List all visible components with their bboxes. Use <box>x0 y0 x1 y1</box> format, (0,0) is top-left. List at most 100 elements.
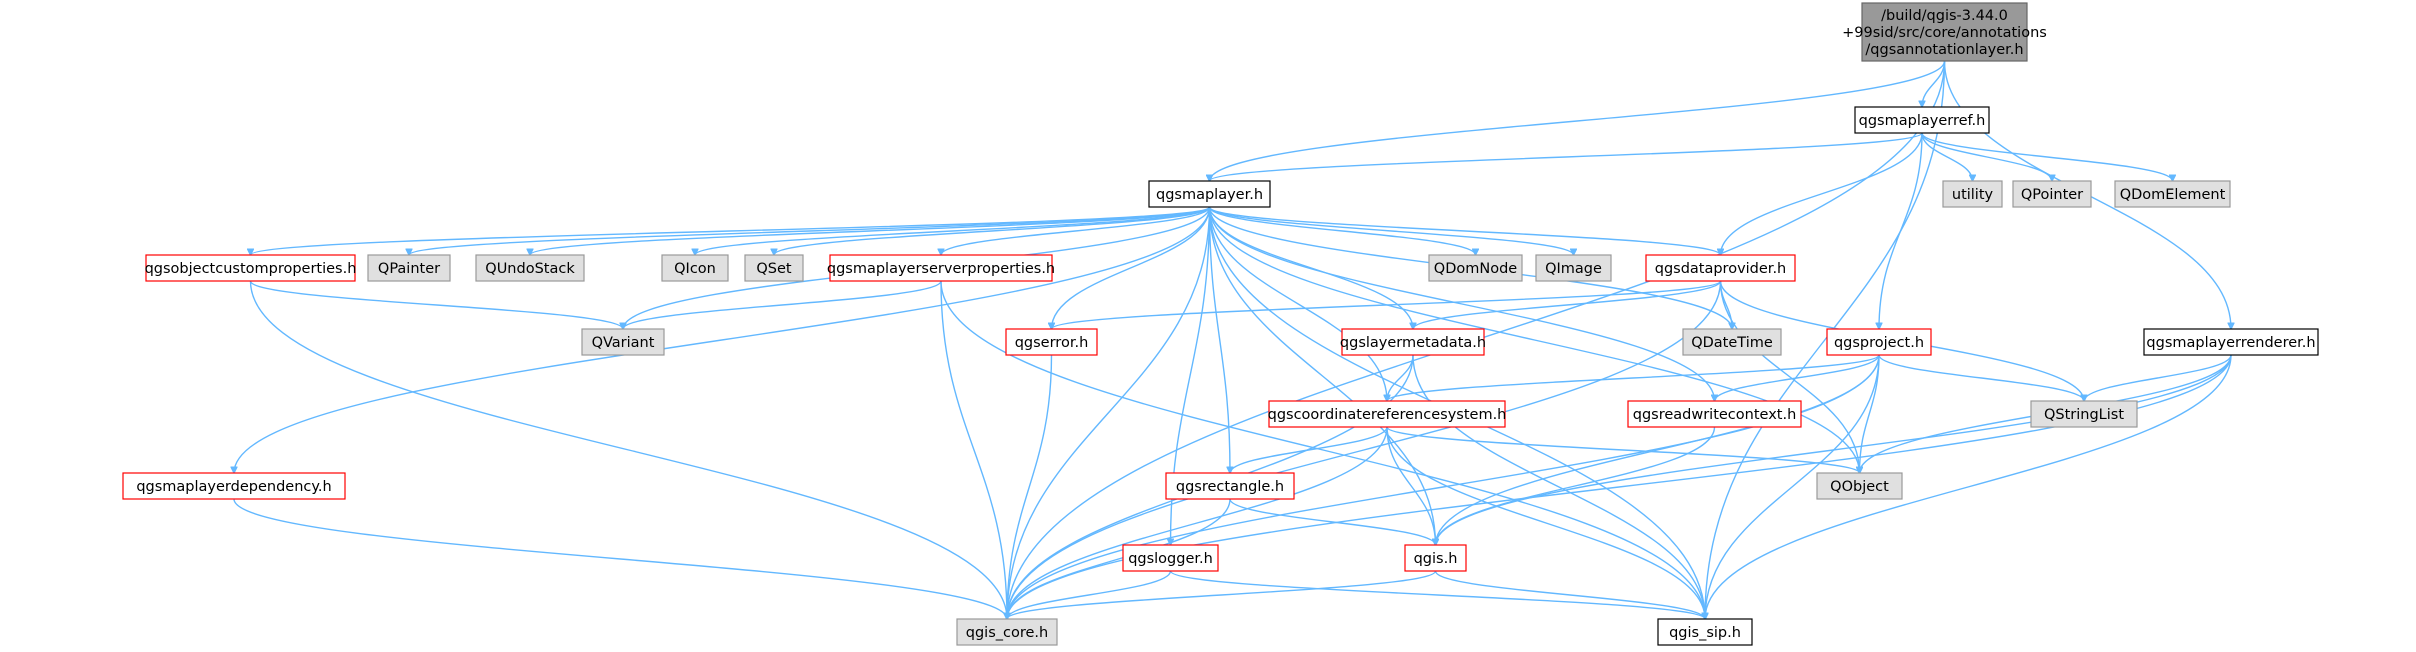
edge-qgsmaplayerrenderer-to-qgis_core <box>1007 354 2232 619</box>
edge-qgsmaplayerref-to-QDomElement <box>1921 132 2173 181</box>
edge-qgscoordinatereferencesystem-to-qgis_sip <box>1386 426 1705 619</box>
node-QUndoStack: QUndoStack <box>475 254 585 282</box>
node-qgsproject[interactable]: qgsproject.h <box>1826 328 1932 356</box>
edge-qgsmaplayerdependency-to-qgis_core <box>233 498 1007 619</box>
node-qgis[interactable]: qgis.h <box>1404 544 1467 572</box>
edge-qgsmaplayerserverproperties-to-qgis_sip <box>940 280 1705 619</box>
node-label-qgsdataprovider: qgsdataprovider.h <box>1655 261 1787 277</box>
node-label-qgsrectangle: qgsrectangle.h <box>1176 479 1284 495</box>
node-box-QStringList <box>2030 400 2138 428</box>
node-box-qgis_sip <box>1657 618 1753 646</box>
edge-qgsmaplayerrenderer-to-QStringList <box>2084 354 2232 401</box>
edge-root-to-qgis_sip <box>1705 60 1946 619</box>
edge-qgsmaplayer-to-QImage <box>1208 206 1574 255</box>
edge-qgsmaplayerref-to-utility <box>1921 132 1973 181</box>
node-QStringList: QStringList <box>2030 400 2138 428</box>
node-QImage: QImage <box>1535 254 1612 282</box>
node-utility: utility <box>1942 180 2003 208</box>
edge-qgsmaplayer-to-QUndoStack <box>530 206 1211 255</box>
node-label-qgslayermetadata: qgslayermetadata.h <box>1340 335 1486 351</box>
node-QObject: QObject <box>1816 472 1903 500</box>
edge-qgsmaplayer-to-QPainter <box>409 206 1211 255</box>
edge-qgsproject-to-qgis <box>1436 354 1880 545</box>
edge-root-to-qgsmaplayer <box>1210 60 1946 181</box>
node-box-QDomNode <box>1428 254 1523 282</box>
node-label-qgsmaplayerdependency: qgsmaplayerdependency.h <box>136 479 331 495</box>
edge-qgsmaplayer-to-qgserror <box>1052 206 1211 329</box>
node-label-qgsobjectcustomproperties: qgsobjectcustomproperties.h <box>145 261 357 277</box>
node-label-qgsmaplayer: qgsmaplayer.h <box>1156 187 1263 203</box>
node-label-QImage: QImage <box>1545 261 1602 277</box>
edge-qgsreadwritecontext-to-qgis <box>1436 426 1716 545</box>
node-root[interactable]: /build/qgis-3.44.0+99sid/src/core/annota… <box>1842 2 2047 62</box>
node-qgserror[interactable]: qgserror.h <box>1005 328 1098 356</box>
edge-qgis-to-qgis_core <box>1007 570 1437 619</box>
edge-qgsmaplayerref-to-QPointer <box>1921 132 2052 181</box>
node-label-qgsmaplayerserverproperties: qgsmaplayerserverproperties.h <box>827 261 1055 277</box>
edge-qgsproject-to-qgscoordinatereferencesystem <box>1387 354 1880 401</box>
edge-qgsmaplayer-to-QIcon <box>695 206 1211 255</box>
node-label-qgsproject: qgsproject.h <box>1834 335 1924 351</box>
node-box-qgsmaplayerref <box>1854 106 1990 134</box>
edge-qgslogger-to-qgis_sip <box>1169 570 1706 619</box>
node-box-qgis_core <box>956 618 1058 646</box>
node-qgsdataprovider[interactable]: qgsdataprovider.h <box>1645 254 1796 282</box>
node-label-utility: utility <box>1952 187 1994 203</box>
edge-qgsdataprovider-to-qgserror <box>1052 280 1722 329</box>
edge-qgsrectangle-to-qgis_core <box>1007 498 1231 619</box>
node-qgsmaplayerserverproperties[interactable]: qgsmaplayerserverproperties.h <box>827 254 1055 282</box>
node-box-QImage <box>1535 254 1612 282</box>
node-QDomNode: QDomNode <box>1428 254 1523 282</box>
edge-qgslogger-to-qgis_core <box>1007 570 1172 619</box>
node-qgsmaplayerdependency[interactable]: qgsmaplayerdependency.h <box>122 472 346 500</box>
edge-qgsmaplayerserverproperties-to-QVariant <box>623 280 942 329</box>
node-box-QObject <box>1816 472 1903 500</box>
node-box-root <box>1861 2 2028 62</box>
node-QIcon: QIcon <box>661 254 729 282</box>
node-qgsrectangle[interactable]: qgsrectangle.h <box>1165 472 1295 500</box>
edge-qgscoordinatereferencesystem-to-QObject <box>1386 426 1860 473</box>
node-QSet: QSet <box>744 254 804 282</box>
node-box-qgsobjectcustomproperties <box>145 254 356 282</box>
node-box-qgsrectangle <box>1165 472 1295 500</box>
node-label-qgserror: qgserror.h <box>1015 335 1089 351</box>
node-QPointer: QPointer <box>2012 180 2092 208</box>
node-box-QUndoStack <box>475 254 585 282</box>
node-qgsmaplayer[interactable]: qgsmaplayer.h <box>1148 180 1271 208</box>
node-box-qgsmaplayerserverproperties <box>829 254 1053 282</box>
node-qgsmaplayerrenderer[interactable]: qgsmaplayerrenderer.h <box>2143 328 2319 356</box>
node-box-qgserror <box>1005 328 1098 356</box>
node-qgslogger[interactable]: qgslogger.h <box>1122 544 1219 572</box>
node-label-root: +99sid/src/core/annotations <box>1842 25 2047 41</box>
node-QPainter: QPainter <box>367 254 451 282</box>
node-qgsreadwritecontext[interactable]: qgsreadwritecontext.h <box>1627 400 1802 428</box>
node-label-qgsmaplayerref: qgsmaplayerref.h <box>1859 113 1986 129</box>
edge-qgsdataprovider-to-qgis_core <box>1007 280 1722 619</box>
edge-qgsmaplayer-to-qgscoordinatereferencesystem <box>1208 206 1388 401</box>
node-qgis_core: qgis_core.h <box>956 618 1058 646</box>
node-qgscoordinatereferencesystem[interactable]: qgscoordinatereferencesystem.h <box>1268 400 1507 428</box>
node-box-qgsmaplayer <box>1148 180 1271 208</box>
node-box-QDomElement <box>2114 180 2231 208</box>
node-label-QDomElement: QDomElement <box>2120 187 2226 203</box>
node-box-qgsdataprovider <box>1645 254 1796 282</box>
node-label-QUndoStack: QUndoStack <box>485 261 575 277</box>
edges-layer <box>233 60 2232 619</box>
node-label-QDateTime: QDateTime <box>1691 335 1773 351</box>
node-label-qgsmaplayerrenderer: qgsmaplayerrenderer.h <box>2146 335 2315 351</box>
node-label-QDomNode: QDomNode <box>1434 261 1517 277</box>
node-box-QPainter <box>367 254 451 282</box>
edge-qgsmaplayer-to-QSet <box>774 206 1211 255</box>
node-qgsmaplayerref[interactable]: qgsmaplayerref.h <box>1854 106 1990 134</box>
node-box-qgsmaplayerdependency <box>122 472 346 500</box>
node-label-qgis_core: qgis_core.h <box>966 625 1048 641</box>
edge-qgsmaplayer-to-qgsdataprovider <box>1208 206 1721 255</box>
node-qgsobjectcustomproperties[interactable]: qgsobjectcustomproperties.h <box>145 254 357 282</box>
node-qgis_sip[interactable]: qgis_sip.h <box>1657 618 1753 646</box>
node-label-qgscoordinatereferencesystem: qgscoordinatereferencesystem.h <box>1268 407 1507 423</box>
edge-qgsmaplayer-to-QObject <box>1208 206 1860 473</box>
edge-qgscoordinatereferencesystem-to-qgis_core <box>1007 426 1388 619</box>
node-label-QIcon: QIcon <box>674 261 716 277</box>
node-qgslayermetadata[interactable]: qgslayermetadata.h <box>1340 328 1486 356</box>
